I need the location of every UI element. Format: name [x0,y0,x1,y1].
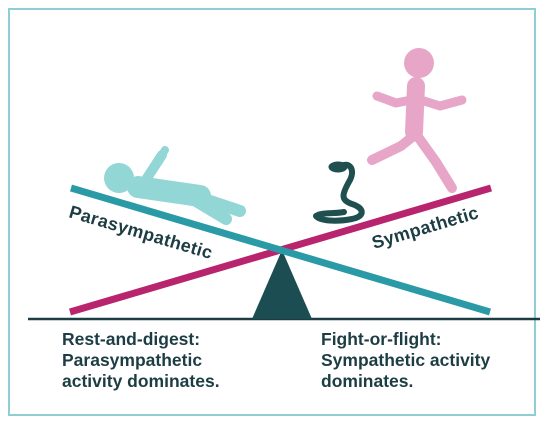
rest-and-digest-caption: Rest-and-digest: Parasympathetic activit… [62,329,220,392]
caption-left-line-2: Parasympathetic [62,350,203,370]
fight-or-flight-caption: Fight-or-flight: Sympathetic activity do… [321,329,490,392]
diagram-frame [8,8,536,416]
parasympathetic-beam [70,184,491,316]
caption-right-line-1: Fight-or-flight: [321,329,442,349]
caption-right-line-2: Sympathetic activity [321,350,491,370]
snake-icon [313,161,365,224]
caption-left-line-1: Rest-and-digest: [62,329,201,349]
caption-right-line-3: dominates. [321,371,414,391]
running-person-icon [367,48,467,193]
lying-person-head [104,163,134,193]
lying-person-icon [104,146,246,225]
snake-head [328,161,348,173]
lying-person-body [127,146,246,225]
running-person-body [367,77,467,193]
caption-left-line-3: activity dominates. [62,371,220,391]
fulcrum-triangle [252,250,312,319]
running-person-head [404,48,434,78]
